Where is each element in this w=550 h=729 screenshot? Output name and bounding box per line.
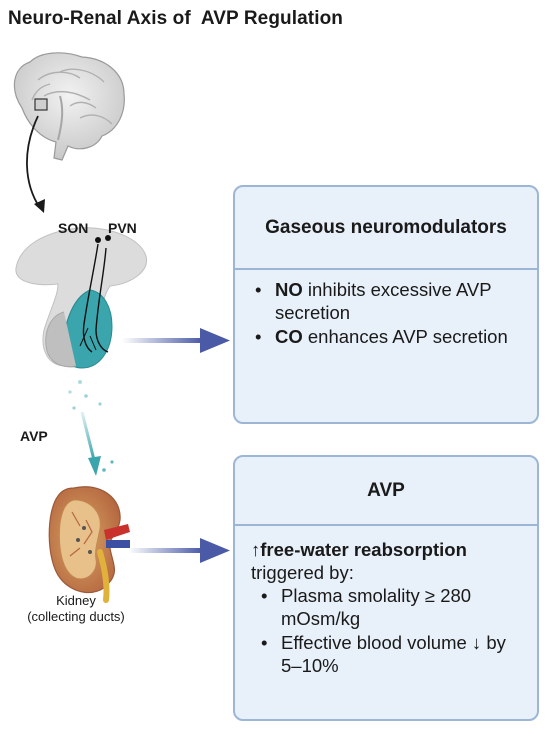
arrow-to-avp-box <box>128 538 230 563</box>
avp-trigger-item: Effective blood volume ↓ by 5–10% <box>257 631 523 677</box>
kidney-label: Kidney (collecting ducts) <box>27 593 125 624</box>
zoom-arrow <box>26 115 41 209</box>
zoom-arrow-head <box>34 199 45 213</box>
avp-trigger-item: Plasma smolality ≥ 280 mOsm/kg <box>257 584 523 630</box>
gaseous-box-body: NO inhibits excessive AVP secretion CO e… <box>235 270 537 348</box>
avp-box-header: AVP <box>235 457 537 526</box>
gaseous-item: NO inhibits excessive AVP secretion <box>251 278 523 324</box>
son-label: SON <box>58 220 89 236</box>
hypothalamus-marker <box>34 98 48 111</box>
avp-secretion-stream <box>68 380 114 476</box>
pituitary-illustration <box>15 227 147 369</box>
figure-title: Neuro-Renal Axis of AVP Regulation <box>8 8 343 29</box>
avp-lead-text: triggered by: <box>251 562 354 583</box>
kidney-illustration <box>48 486 130 603</box>
pvn-dot <box>105 235 111 241</box>
avp-box-body: ↑free-water reabsorption triggered by: P… <box>235 526 537 677</box>
gaseous-item: CO enhances AVP secretion <box>251 325 523 348</box>
son-dot <box>95 237 101 243</box>
gaseous-box-header: Gaseous neuromodulators <box>235 187 537 270</box>
pvn-label: PVN <box>108 220 137 236</box>
arrow-to-gaseous-box <box>122 328 230 353</box>
avp-lead-bold: ↑free-water reabsorption <box>251 539 467 560</box>
brain-illustration <box>13 52 125 161</box>
avp-box: AVP ↑free-water reabsorption triggered b… <box>233 455 539 721</box>
gaseous-neuromodulators-box: Gaseous neuromodulators NO inhibits exce… <box>233 185 539 424</box>
avp-flow-label: AVP <box>20 428 48 444</box>
